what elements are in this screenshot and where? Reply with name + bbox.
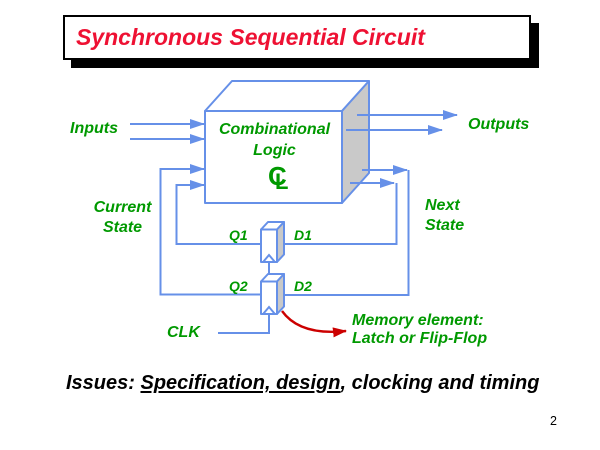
cl-monogram-l: L [275,169,289,194]
flip-flop-2 [260,273,285,315]
issues-prefix: Issues: [66,372,141,394]
issues-underlined: Specification, design [140,372,341,394]
clk-wire [218,314,270,334]
next-state-wires [285,165,410,296]
issues-suffix: , clocking and timing [340,372,540,394]
page-number: 2 [550,414,557,428]
ff1-front-face [260,228,278,263]
next-state-label: Next State [425,196,464,236]
box-top-face [204,80,370,112]
flip-flop-1 [260,221,285,263]
ff2-clock-edge-triangle [262,305,276,315]
combinational-logic-line1: Combinational [218,121,331,138]
cl-monogram-c: C [268,161,287,191]
title-box: Synchronous Sequential Circuit [63,15,531,60]
next-state-line2: State [425,217,465,234]
next-state-wire-to-d1 [285,183,398,245]
next-state-line1: Next [425,197,460,214]
d2-label: D2 [294,278,312,294]
current-state-label: Current State [85,198,160,238]
q2-label: Q2 [229,278,248,294]
memory-element-note: Memory element: Latch or Flip-Flop [352,312,487,348]
current-state-wire-q1 [175,180,261,245]
clock-wires [218,262,270,334]
memory-note-line2: Latch or Flip-Flop [352,330,488,347]
ff2-front-face [260,280,278,315]
current-state-wire-q2 [159,164,261,296]
ff1-clock-edge-triangle [262,253,276,263]
current-state-line1: Current [93,199,152,216]
d1-label: D1 [294,227,312,243]
inputs-label: Inputs [70,120,118,137]
combinational-logic-box [204,80,370,204]
slide-title: Synchronous Sequential Circuit [76,24,425,50]
ff1-right-face [276,221,285,263]
next-state-wire-to-d2 [285,170,410,296]
memory-note-line1: Memory element: [352,312,484,329]
q1-label: Q1 [229,227,248,243]
box-front-face [204,110,343,204]
issues-statement: Issues: Specification, design, clocking … [66,372,539,395]
input-arrows [130,119,205,144]
output-arrows [346,110,458,135]
combinational-logic-label: Combinational Logic [207,119,342,161]
current-state-wires [159,164,261,296]
current-state-line2: State [102,219,143,236]
ff2-right-face [276,273,285,315]
clk-label: CLK [167,324,200,341]
cl-monogram: C L [268,161,300,197]
combinational-logic-line2: Logic [253,142,296,159]
memory-pointer-arrow [281,310,347,338]
outputs-label: Outputs [468,116,530,133]
